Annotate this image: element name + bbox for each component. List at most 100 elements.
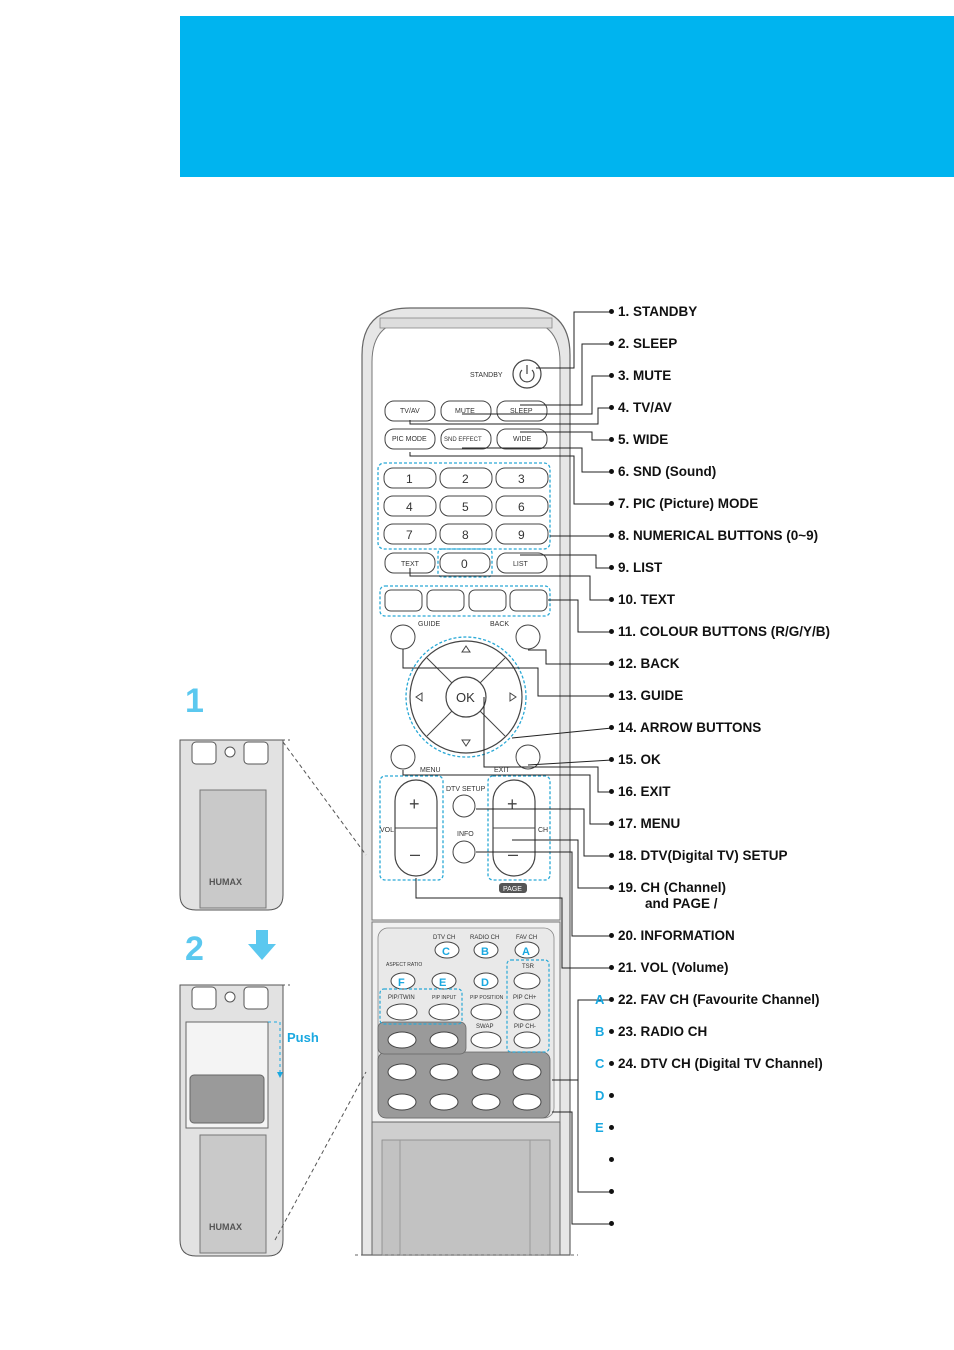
number-button-3[interactable] <box>495 467 549 489</box>
callout-dot <box>609 501 614 506</box>
pip-ch-plus-caption: PIP CH+ <box>513 995 537 1001</box>
colour-buttons[interactable] <box>384 589 548 612</box>
vol-caption: VOL <box>380 827 394 834</box>
callout-label-subtext: and PAGE / <box>645 896 718 911</box>
callout-label: 11. COLOUR BUTTONS (R/G/Y/B) <box>618 624 830 640</box>
callout-dot <box>609 997 614 1002</box>
lower-panel-buttons[interactable] <box>386 941 542 1111</box>
info-button[interactable] <box>452 840 476 864</box>
callout-dot <box>609 693 614 698</box>
ch-minus-icon: – <box>508 844 518 864</box>
step2-brand: HUMAX <box>209 1222 242 1232</box>
menu-button[interactable] <box>390 744 416 770</box>
ok-caption: OK <box>456 690 475 705</box>
standby-caption: STANDBY <box>470 372 503 379</box>
step-2-number: 2 <box>185 930 204 968</box>
callout-label-text: 21. VOL (Volume) <box>618 960 729 975</box>
number-caption: 4 <box>406 500 413 514</box>
number-button-0[interactable] <box>439 552 491 574</box>
exit-button[interactable] <box>515 744 541 770</box>
callout-dot <box>609 437 614 442</box>
number-caption: 5 <box>462 500 469 514</box>
callout-label: 12. BACK <box>618 656 680 672</box>
lower-letter-d: D <box>481 977 489 989</box>
back-caption: BACK <box>490 621 509 628</box>
number-button-7[interactable] <box>383 523 437 545</box>
row1-buttons[interactable] <box>384 400 548 450</box>
callout-label-text: 7. PIC (Picture) MODE <box>618 496 759 511</box>
callout-dot <box>609 1093 614 1098</box>
callout-label-text: 23. RADIO CH <box>618 1024 708 1039</box>
pip-position-caption: PIP POSITION <box>470 995 504 1001</box>
callout-dot <box>609 565 614 570</box>
sndeffect-caption: SND EFFECT <box>444 437 482 443</box>
header-band <box>180 16 954 177</box>
ch-plus-icon: + <box>507 794 518 814</box>
callout-letter: C <box>595 1056 605 1071</box>
callout-label-text: 2. SLEEP <box>618 336 678 351</box>
step-1-number: 1 <box>185 682 204 720</box>
callout-dot <box>609 965 614 970</box>
callout-label-text: 10. TEXT <box>618 592 676 607</box>
step1-brand: HUMAX <box>209 877 242 887</box>
push-label: Push <box>287 1030 319 1045</box>
guide-button[interactable] <box>390 624 416 650</box>
callout-dot <box>609 853 614 858</box>
number-caption: 3 <box>518 472 525 486</box>
number-caption: 2 <box>462 472 469 486</box>
callout-dot <box>609 629 614 634</box>
number-caption: 8 <box>462 528 469 542</box>
callout-dot <box>609 1061 614 1066</box>
number-button-8[interactable] <box>439 523 493 545</box>
callout-label-text: 20. INFORMATION <box>618 928 735 943</box>
callout-dot <box>609 757 614 762</box>
callout-label-text: 15. OK <box>618 752 661 767</box>
callout-letter: B <box>595 1024 605 1039</box>
callout-letter: D <box>595 1088 605 1103</box>
callout-dot <box>609 661 614 666</box>
push-down-arrow-icon <box>248 930 276 960</box>
number-button-1[interactable] <box>383 467 437 489</box>
callout-dot <box>609 533 614 538</box>
colour-group-outline <box>379 585 551 617</box>
arrow-down-icon[interactable] <box>461 739 471 747</box>
callout-label-text: 5. WIDE <box>618 432 669 447</box>
number-button-2[interactable] <box>439 467 493 489</box>
callout-dot <box>609 1157 614 1162</box>
callout-label: 5. WIDE <box>618 432 668 448</box>
callout-label: 6. SND (Sound) <box>618 464 716 480</box>
callout-dot <box>609 821 614 826</box>
dtv-setup-button[interactable] <box>452 794 476 818</box>
callout-label-text: 14. ARROW BUTTONS <box>618 720 762 735</box>
callout-label-text: 12. BACK <box>618 656 680 671</box>
zero-group-outline <box>437 548 493 578</box>
number-button-9[interactable] <box>495 523 549 545</box>
number-caption: 7 <box>406 528 413 542</box>
callout-dot <box>609 469 614 474</box>
dtv-setup-caption: DTV SETUP <box>446 786 486 793</box>
arrow-left-icon[interactable] <box>415 692 423 702</box>
callout-label: 16. EXIT <box>618 784 671 800</box>
ok-button[interactable] <box>445 676 487 718</box>
arrow-right-icon[interactable] <box>509 692 517 702</box>
back-button[interactable] <box>515 624 541 650</box>
number-caption: 9 <box>518 528 525 542</box>
number-button-4[interactable] <box>383 495 437 517</box>
exit-caption: EXIT <box>494 767 510 774</box>
aspect-ratio-caption: ASPECT RATIO <box>386 962 422 968</box>
callout-label-text: 17. MENU <box>618 816 681 831</box>
callout-label: 9. LIST <box>618 560 662 576</box>
tsr-caption: TSR <box>522 964 535 970</box>
number-button-5[interactable] <box>439 495 493 517</box>
callout-label-text: 24. DTV CH (Digital TV Channel) <box>618 1056 823 1071</box>
callout-dot <box>609 933 614 938</box>
wide-caption: WIDE <box>513 436 532 443</box>
number-button-6[interactable] <box>495 495 549 517</box>
list-button[interactable] <box>496 552 548 574</box>
ch-group-outline <box>487 775 551 881</box>
standby-button[interactable] <box>512 359 542 389</box>
callout-dot <box>609 373 614 378</box>
callout-label-text: 6. SND (Sound) <box>618 464 717 479</box>
arrow-up-icon[interactable] <box>461 645 471 653</box>
